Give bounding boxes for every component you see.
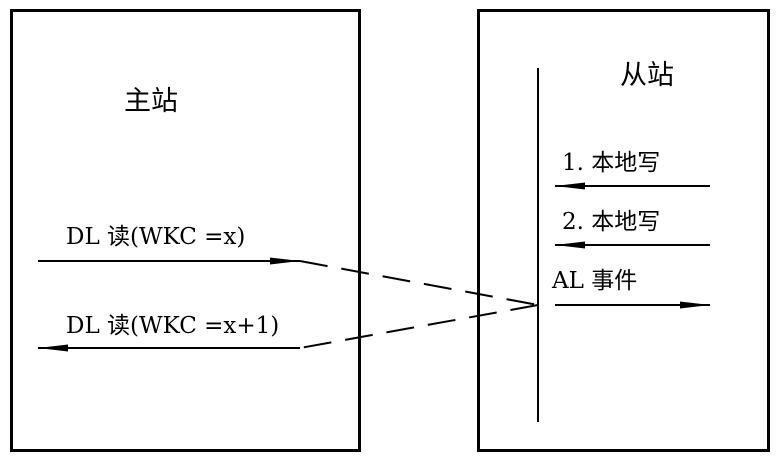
master-station-box: [10, 9, 361, 452]
local-write-2-label: 2. 本地写: [562, 209, 661, 235]
response-label: DL 读(WKC =x+1): [66, 313, 280, 339]
al-event-label: AL 事件: [552, 268, 638, 294]
slave-station-box: [477, 9, 770, 452]
local-write-1-label: 1. 本地写: [562, 150, 661, 176]
master-title: 主站: [124, 86, 178, 117]
response-dashed-line: [299, 304, 539, 349]
request-label: DL 读(WKC =x): [66, 224, 246, 250]
slave-title: 从站: [620, 60, 674, 91]
request-dashed-line: [299, 260, 539, 306]
